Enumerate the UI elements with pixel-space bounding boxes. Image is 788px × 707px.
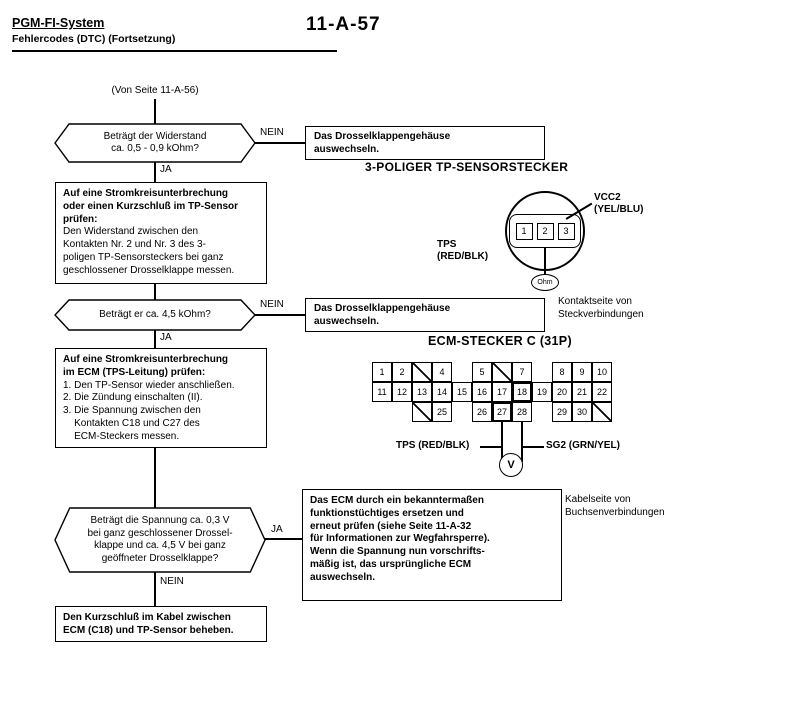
decision-resistance: Beträgt der Widerstand ca. 0,5 - 0,9 kOh… [55, 124, 255, 162]
decision-45kohm-text: Beträgt er ca. 4,5 kOhm? [99, 308, 211, 320]
ecm-pin-26: 26 [472, 402, 492, 422]
voltmeter-icon: V [499, 453, 523, 477]
ecm-connector-title: ECM-STECKER C (31P) [428, 334, 572, 348]
ecm-pin-5: 5 [472, 362, 492, 382]
action-replace-throttle-body-1: Das Drosselklappengehäuse auswechseln. [305, 126, 545, 160]
action-fix-short: Den Kurzschluß im Kabel zwischen ECM (C1… [55, 606, 267, 642]
check-tp-sensor-heading: Auf eine Stromkreisunterbrechung oder ei… [63, 188, 239, 225]
page-number: 11-A-57 [306, 14, 381, 35]
ecm-pin-21: 21 [572, 382, 592, 402]
ecm-pin-16: 16 [472, 382, 492, 402]
header: PGM-FI-System Fehlercodes (DTC) (Fortset… [12, 16, 337, 52]
ecm-pin-1: 1 [372, 362, 392, 382]
sg2-wire-label: SG2 (GRN/YEL) [546, 440, 620, 451]
tps-wire-label: TPS (RED/BLK) [437, 239, 489, 262]
tps-wire-line [480, 446, 501, 448]
decision-voltage: Beträgt die Spannung ca. 0,3 V bei ganz … [55, 508, 265, 572]
flow-line-no-1 [255, 142, 305, 144]
check-tp-sensor-body: Den Widerstand zwischen den Kontakten Nr… [63, 226, 235, 276]
ecm-pin-14: 14 [432, 382, 452, 402]
action-replace-ecm: Das ECM durch ein bekanntermaßen funktio… [302, 489, 562, 601]
ecm-pin-29: 29 [552, 402, 572, 422]
source-page-note: (Von Seite 11-A-56) [111, 85, 199, 96]
ecm-pin-15: 15 [452, 382, 472, 402]
ecm-pin-25: 25 [432, 402, 452, 422]
contact-side-note: Kontaktseite von Steckverbindungen [558, 296, 644, 320]
ecm-pin-blank [412, 402, 432, 422]
ohmmeter-wire-line [544, 248, 546, 275]
tp-pin-3: 3 [557, 222, 575, 240]
ecm-pin-30: 30 [572, 402, 592, 422]
sg2-wire-line [523, 446, 544, 448]
decision-resistance-text: Beträgt der Widerstand ca. 0,5 - 0,9 kOh… [103, 130, 207, 155]
ecm-pin-blank [492, 362, 512, 382]
ecm-pin-20: 20 [552, 382, 572, 402]
ecm-pin-18: 18 [512, 382, 532, 402]
vcc2-wire-label: VCC2 (YEL/BLU) [594, 192, 644, 215]
no-label-2: NEIN [260, 299, 284, 310]
no-label-3: NEIN [160, 576, 184, 587]
ecm-pin-7: 7 [512, 362, 532, 382]
flow-line [154, 330, 156, 348]
tp-pin-2: 2 [536, 222, 554, 240]
ecm-grid-gap [452, 362, 472, 382]
check-ecm-steps: 1. Den TP-Sensor wieder anschließen. 2. … [63, 379, 235, 442]
tp-connector-title: 3-POLIGER TP-SENSORSTECKER [365, 160, 569, 174]
section-title: PGM-FI-System [12, 16, 105, 30]
ecm-pin-11: 11 [372, 382, 392, 402]
hexagon-shape [55, 124, 255, 162]
tps-ecm-wire-label: TPS (RED/BLK) [396, 440, 470, 451]
ecm-pin-13: 13 [412, 382, 432, 402]
flow-line [154, 99, 156, 124]
ecm-pin-22: 22 [592, 382, 612, 402]
check-tp-sensor-box: Auf eine Stromkreisunterbrechung oder ei… [55, 182, 267, 284]
ecm-grid-gap [452, 402, 472, 422]
ohmmeter-icon: Ohm [531, 274, 559, 291]
action-replace-throttle-body-2: Das Drosselklappengehäuse auswechseln. [305, 298, 545, 332]
tp-pin-1: 1 [515, 222, 533, 240]
yes-label-2: JA [160, 332, 172, 343]
ecm-wire-line-c27 [501, 422, 503, 462]
tp-connector-housing: 1 2 3 [509, 214, 581, 248]
ecm-pin-27: 27 [492, 402, 512, 422]
ecm-wire-line-c18 [521, 422, 523, 462]
ecm-pin-8: 8 [552, 362, 572, 382]
no-label-1: NEIN [260, 127, 284, 138]
ecm-pin-19: 19 [532, 382, 552, 402]
section-subtitle: Fehlercodes (DTC) (Fortsetzung) [12, 33, 176, 45]
ecm-pin-2: 2 [392, 362, 412, 382]
flow-line [154, 162, 156, 182]
ecm-grid-gap [532, 402, 552, 422]
decision-voltage-text: Beträgt die Spannung ca. 0,3 V bei ganz … [87, 515, 233, 564]
ecm-pin-28: 28 [512, 402, 532, 422]
check-ecm-heading: Auf eine Stromkreisunterbrechung im ECM … [63, 354, 229, 378]
hexagon-shape [55, 508, 265, 572]
decision-45kohm: Beträgt er ca. 4,5 kOhm? [55, 300, 255, 330]
check-ecm-box: Auf eine Stromkreisunterbrechung im ECM … [55, 348, 267, 448]
flow-line [154, 572, 156, 606]
flow-line-no-2 [255, 314, 305, 316]
flow-line-yes-3 [265, 538, 302, 540]
ecm-pin-17: 17 [492, 382, 512, 402]
ecm-pin-blank [592, 402, 612, 422]
cable-side-note: Kabelseite von Buchsenverbindungen [565, 494, 665, 518]
ecm-grid-gap [532, 362, 552, 382]
ecm-pin-12: 12 [392, 382, 412, 402]
ecm-pin-9: 9 [572, 362, 592, 382]
ecm-pin-blank [412, 362, 432, 382]
ecm-pin-4: 4 [432, 362, 452, 382]
flow-line [154, 448, 156, 508]
yes-label-3: JA [271, 524, 283, 535]
yes-label-1: JA [160, 164, 172, 175]
hexagon-shape [55, 300, 255, 330]
flow-line [154, 284, 156, 300]
ecm-pin-10: 10 [592, 362, 612, 382]
